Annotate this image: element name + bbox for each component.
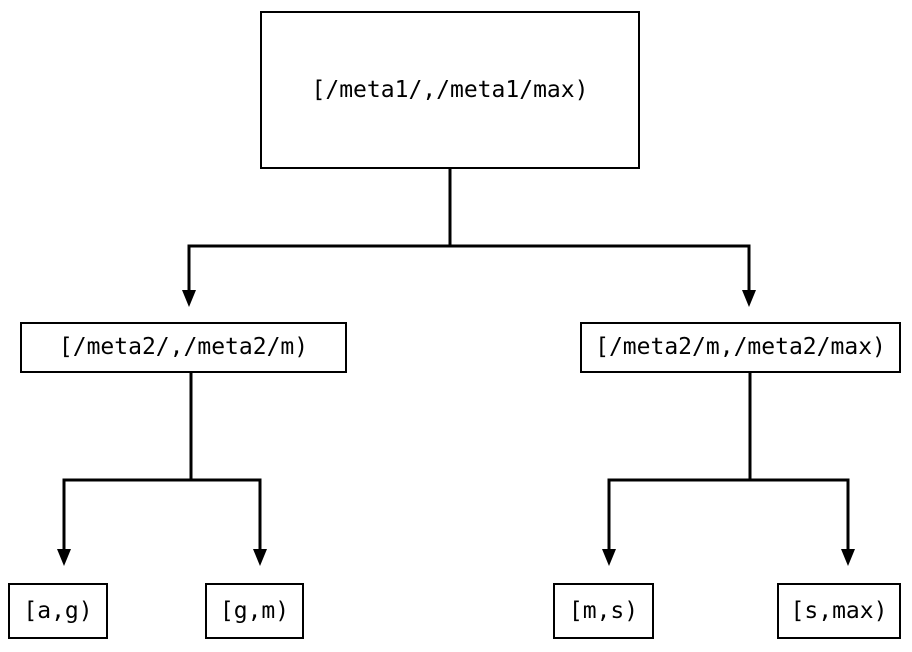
edge-root-to-mid-right [448, 169, 756, 307]
tree-node-root[interactable]: [/meta1/,/meta1/max) [260, 11, 640, 169]
arrowhead-down-icon [742, 290, 756, 307]
tree-node-label: [/meta1/,/meta1/max) [311, 76, 589, 103]
edge-root-to-mid-left [182, 169, 452, 307]
tree-node-leaf-smax[interactable]: [s,max) [777, 583, 901, 639]
edge-midright-to-leaf-ms [602, 373, 752, 566]
edge-midleft-to-leaf-gm [189, 373, 267, 566]
arrowhead-down-icon [57, 549, 71, 566]
tree-node-label: [m,s) [568, 597, 639, 624]
tree-node-label: [g,m) [219, 597, 290, 624]
tree-node-label: [/meta2/m,/meta2/max) [595, 334, 886, 360]
tree-node-label: [a,g) [23, 597, 93, 624]
edge-midleft-to-leaf-ag [57, 373, 193, 566]
arrowhead-down-icon [602, 549, 616, 566]
tree-node-mid-left[interactable]: [/meta2/,/meta2/m) [20, 322, 347, 373]
tree-node-label: [/meta2/,/meta2/m) [58, 334, 309, 360]
edge-midright-to-leaf-smax [748, 373, 855, 566]
arrowhead-down-icon [253, 549, 267, 566]
arrowhead-down-icon [841, 549, 855, 566]
tree-node-leaf-ms[interactable]: [m,s) [553, 583, 654, 639]
arrowhead-down-icon [182, 290, 196, 307]
tree-node-mid-right[interactable]: [/meta2/m,/meta2/max) [580, 322, 901, 373]
tree-node-label: [s,max) [790, 597, 888, 624]
tree-node-leaf-ag[interactable]: [a,g) [8, 583, 108, 639]
tree-node-leaf-gm[interactable]: [g,m) [205, 583, 304, 639]
